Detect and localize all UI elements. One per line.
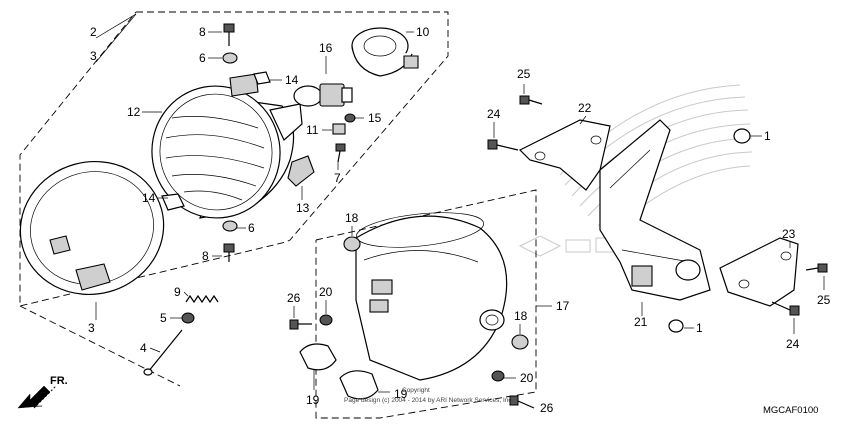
part-label[interactable]: 20	[319, 285, 333, 299]
copyright-line-1: Copyright	[402, 387, 430, 394]
part-label[interactable]: 21	[634, 315, 648, 329]
bracket-22	[518, 119, 611, 191]
part-label[interactable]: 26	[287, 291, 301, 305]
part-label[interactable]: 22	[578, 101, 592, 115]
front-direction-arrow: FR.	[17, 375, 68, 409]
bolt-24-right	[771, 301, 800, 316]
part-label[interactable]: 4	[140, 341, 147, 355]
spring-9	[185, 294, 219, 304]
diagram-code: MGCAF0100	[763, 405, 818, 416]
bolt-25-right	[805, 263, 828, 273]
nut-14-top	[253, 71, 271, 85]
part-label[interactable]: 14	[142, 191, 156, 205]
part-label[interactable]: 24	[487, 107, 501, 121]
dust-cover	[351, 27, 419, 77]
bolt-25-left	[519, 95, 543, 105]
collar-6-bottom	[222, 220, 238, 232]
headlight-bulb	[293, 83, 353, 107]
part-label[interactable]: 18	[345, 211, 359, 225]
clip-20-right	[491, 370, 505, 382]
part-label[interactable]: 25	[517, 67, 531, 81]
part-label[interactable]: 25	[817, 293, 831, 307]
part-label[interactable]: 7	[334, 171, 341, 185]
part-label[interactable]: 6	[248, 221, 255, 235]
part-label[interactable]: 26	[540, 401, 554, 415]
part-label[interactable]: 16	[319, 41, 333, 55]
clamp-19-right	[339, 370, 379, 400]
screw-8-top	[223, 23, 235, 46]
screw-8-bottom	[223, 243, 235, 262]
leader-lines	[95, 13, 825, 393]
bolt-24-left	[487, 139, 519, 151]
part-label[interactable]: 8	[199, 25, 206, 39]
part-label[interactable]: 24	[786, 337, 800, 351]
headlight-unit	[151, 73, 303, 219]
screw-7	[335, 143, 346, 163]
part-label[interactable]: 3	[90, 49, 97, 63]
grommet-18-left	[343, 236, 361, 252]
part-label[interactable]: 1	[696, 321, 703, 335]
clip-20-left	[319, 314, 333, 326]
collar-1-bottom	[668, 319, 684, 333]
collar-6-top	[222, 52, 238, 64]
part-label[interactable]: 15	[368, 111, 382, 125]
part-labels: 2 3 3 8 6 14 10 16 12 11 15 7 13 14 6 8 …	[88, 25, 831, 415]
bracket-21	[599, 119, 711, 301]
part-label[interactable]: 6	[199, 51, 206, 65]
headlight-case	[355, 212, 508, 381]
cap-15	[344, 113, 356, 123]
direction-label: FR.	[50, 375, 68, 387]
part-label[interactable]: 17	[556, 299, 570, 313]
adjusting-screw-4	[143, 329, 183, 376]
part-label[interactable]: 18	[514, 309, 528, 323]
copyright-line-2: Page design (c) 2004 - 2014 by ARI Netwo…	[344, 397, 514, 404]
bracket-23	[719, 237, 799, 307]
part-label[interactable]: 1	[764, 129, 771, 143]
part-label[interactable]: 5	[160, 311, 167, 325]
part-label[interactable]: 3	[88, 321, 95, 335]
part-label[interactable]: 8	[202, 249, 209, 263]
part-label[interactable]: 9	[174, 285, 181, 299]
grommet-18-right	[511, 334, 529, 350]
part-label[interactable]: 14	[285, 73, 299, 87]
collar-1-top	[733, 128, 751, 144]
part-label[interactable]: 19	[306, 393, 320, 407]
part-label[interactable]: 2	[90, 25, 97, 39]
headlight-rim	[19, 160, 165, 296]
bolt-26-left	[289, 319, 312, 330]
bracket-13	[287, 155, 315, 187]
case-group-boundary	[315, 189, 537, 419]
part-label[interactable]: 11	[306, 123, 319, 137]
socket-11	[332, 123, 346, 135]
headlight-group-boundary	[19, 11, 449, 387]
part-label[interactable]: 13	[296, 201, 310, 215]
part-label[interactable]: 20	[520, 371, 534, 385]
nut-5	[181, 312, 195, 324]
part-label[interactable]: 12	[127, 105, 141, 119]
part-label[interactable]: 23	[782, 227, 796, 241]
part-label[interactable]: 19	[394, 387, 408, 401]
bolt-26-right	[509, 395, 535, 409]
part-label[interactable]: 10	[416, 25, 430, 39]
clamp-19-left	[299, 343, 337, 371]
